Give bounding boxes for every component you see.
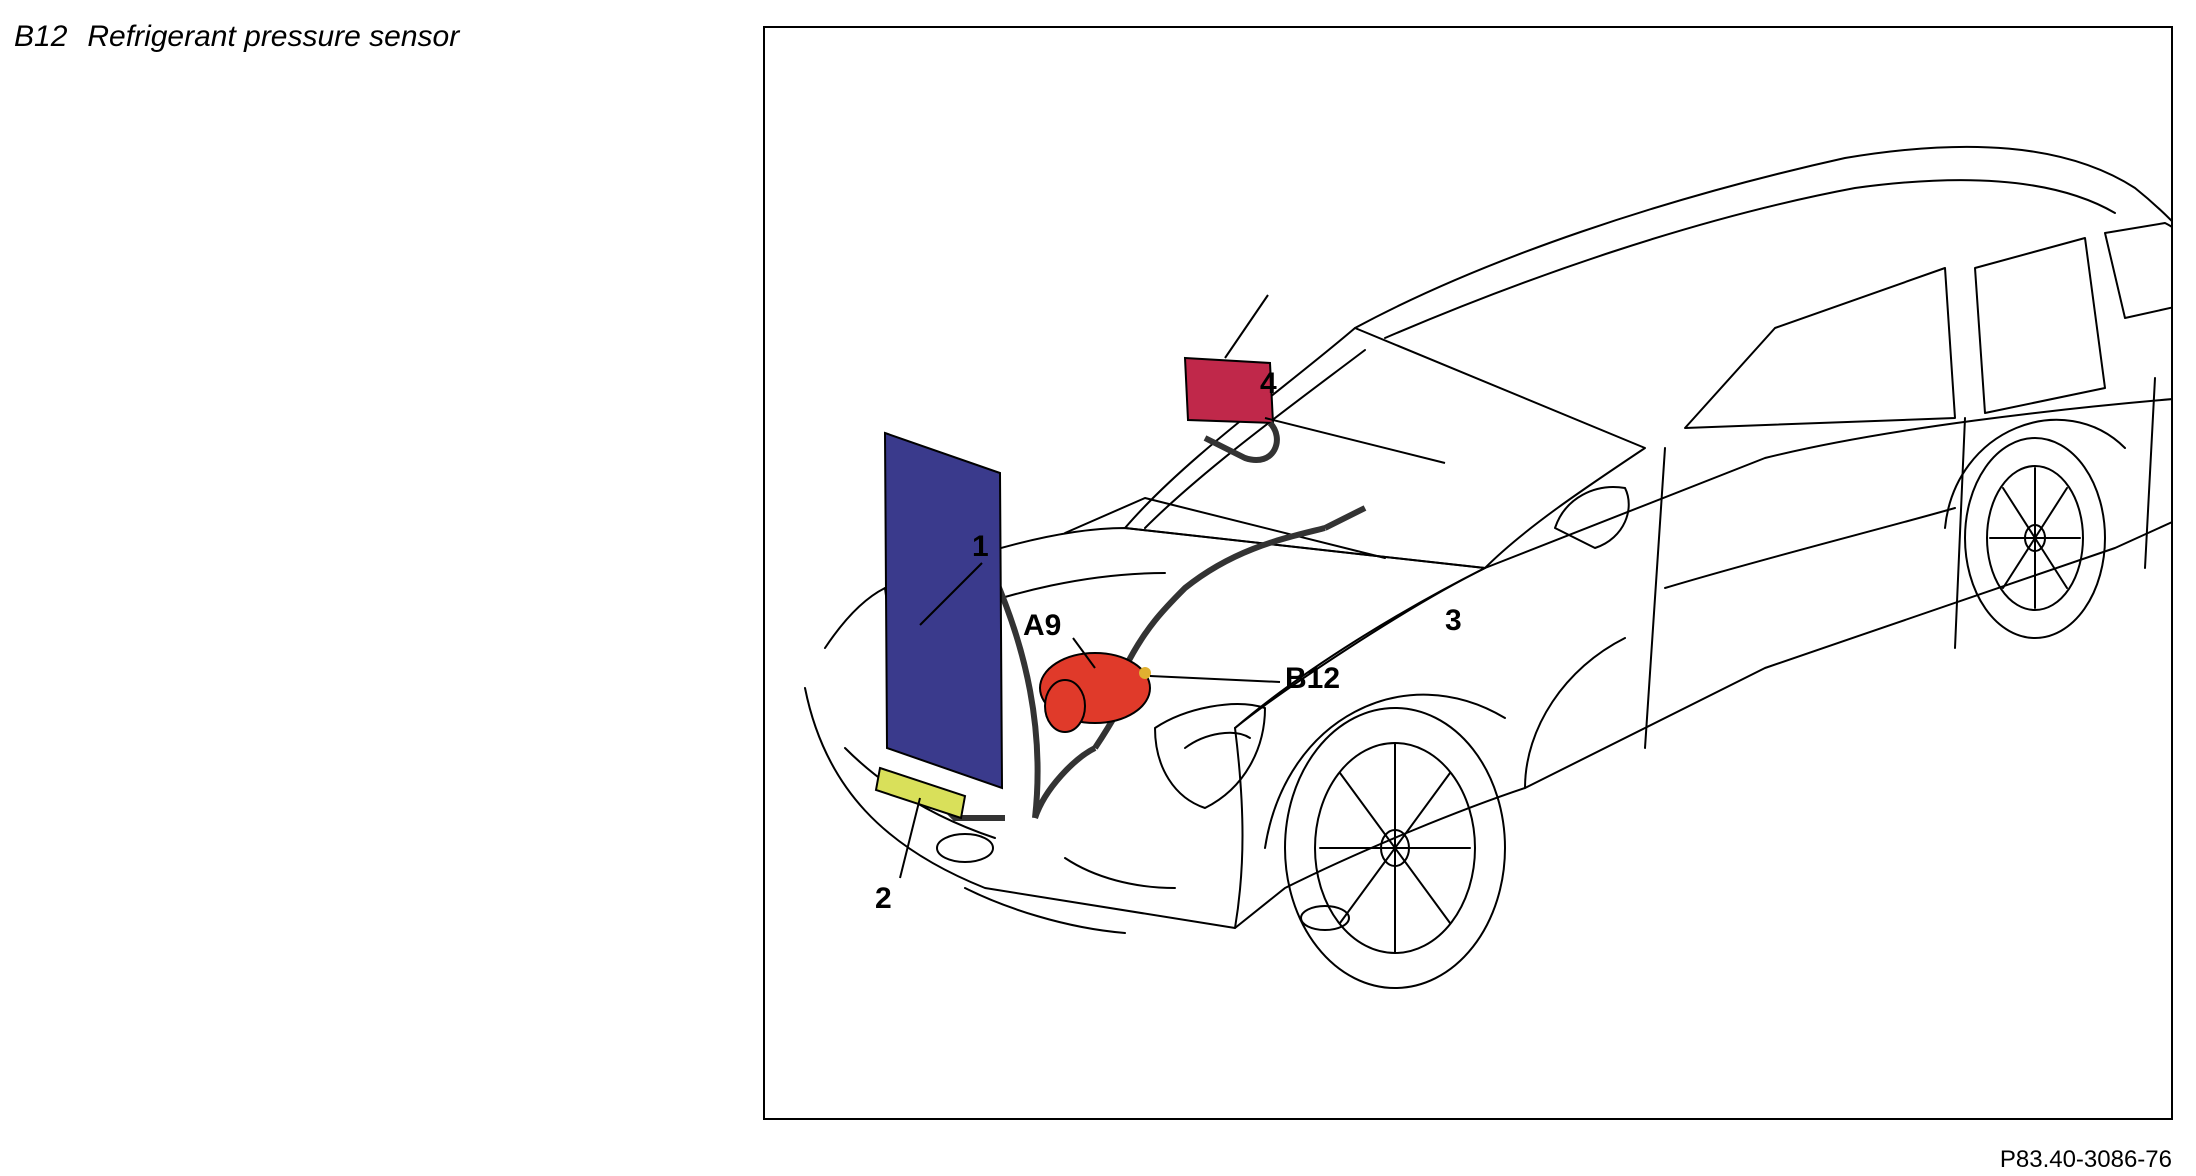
caption-code: B12	[14, 20, 68, 53]
drier-shape	[874, 766, 967, 820]
callout-a9: A9	[1023, 609, 1061, 642]
pressure-sensor-shape	[1139, 667, 1151, 679]
figure-reference: P83.40-3086-76	[1999, 1146, 2172, 1173]
callout-4: 4	[1260, 367, 1277, 400]
ac-components	[874, 356, 1367, 821]
callout-b12: B12	[1285, 662, 1340, 695]
leader-lines	[899, 294, 1446, 879]
refrigerant-line	[1203, 420, 1280, 463]
refrigerant-line	[1122, 505, 1367, 670]
callout-3: 3	[1445, 604, 1462, 637]
car-outline	[804, 145, 2171, 989]
diagram-frame: 1 2 3 4 A9 B12	[763, 26, 2173, 1120]
figure-caption: B12 Refrigerant pressure sensor	[14, 20, 459, 54]
caption-text: Refrigerant pressure sensor	[87, 20, 460, 53]
callout-2: 2	[875, 882, 892, 915]
compressor-pulley	[1044, 679, 1086, 733]
callout-1: 1	[972, 530, 989, 563]
condenser-shape	[883, 431, 1004, 790]
vehicle-diagram: 1 2 3 4 A9 B12	[804, 145, 2171, 989]
